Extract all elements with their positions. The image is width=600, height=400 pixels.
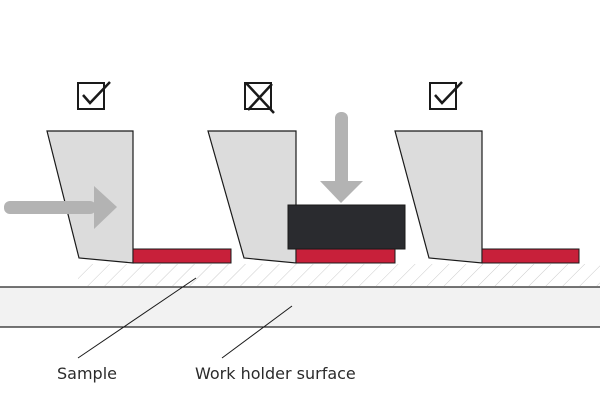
press-arrow-icon	[320, 181, 363, 203]
panel-1	[4, 81, 232, 264]
sample-1	[132, 248, 232, 264]
sample-2	[295, 248, 396, 264]
surface-leader-line	[221, 305, 293, 359]
press-arrow-shaft	[335, 112, 348, 187]
push-arrow-shaft	[4, 201, 96, 214]
checkmark-icon	[434, 81, 463, 105]
sample-3	[481, 248, 580, 264]
checkbox-3	[429, 82, 457, 110]
weight-block	[287, 204, 406, 250]
work-holder-surface-label: Work holder surface	[195, 364, 356, 383]
hatched-layer	[78, 264, 600, 286]
blade-3	[394, 130, 483, 264]
checkbox-1	[77, 82, 105, 110]
work-holder-surface	[0, 286, 600, 328]
sample-leader-line	[77, 277, 197, 359]
push-arrow-icon	[94, 186, 117, 229]
blade-2	[207, 130, 297, 264]
checkmark-icon	[82, 81, 111, 105]
blade-1	[46, 130, 134, 264]
panel-2	[207, 82, 406, 264]
cross-icon	[245, 82, 275, 114]
sample-label: Sample	[57, 364, 117, 383]
panel-3	[394, 81, 580, 264]
